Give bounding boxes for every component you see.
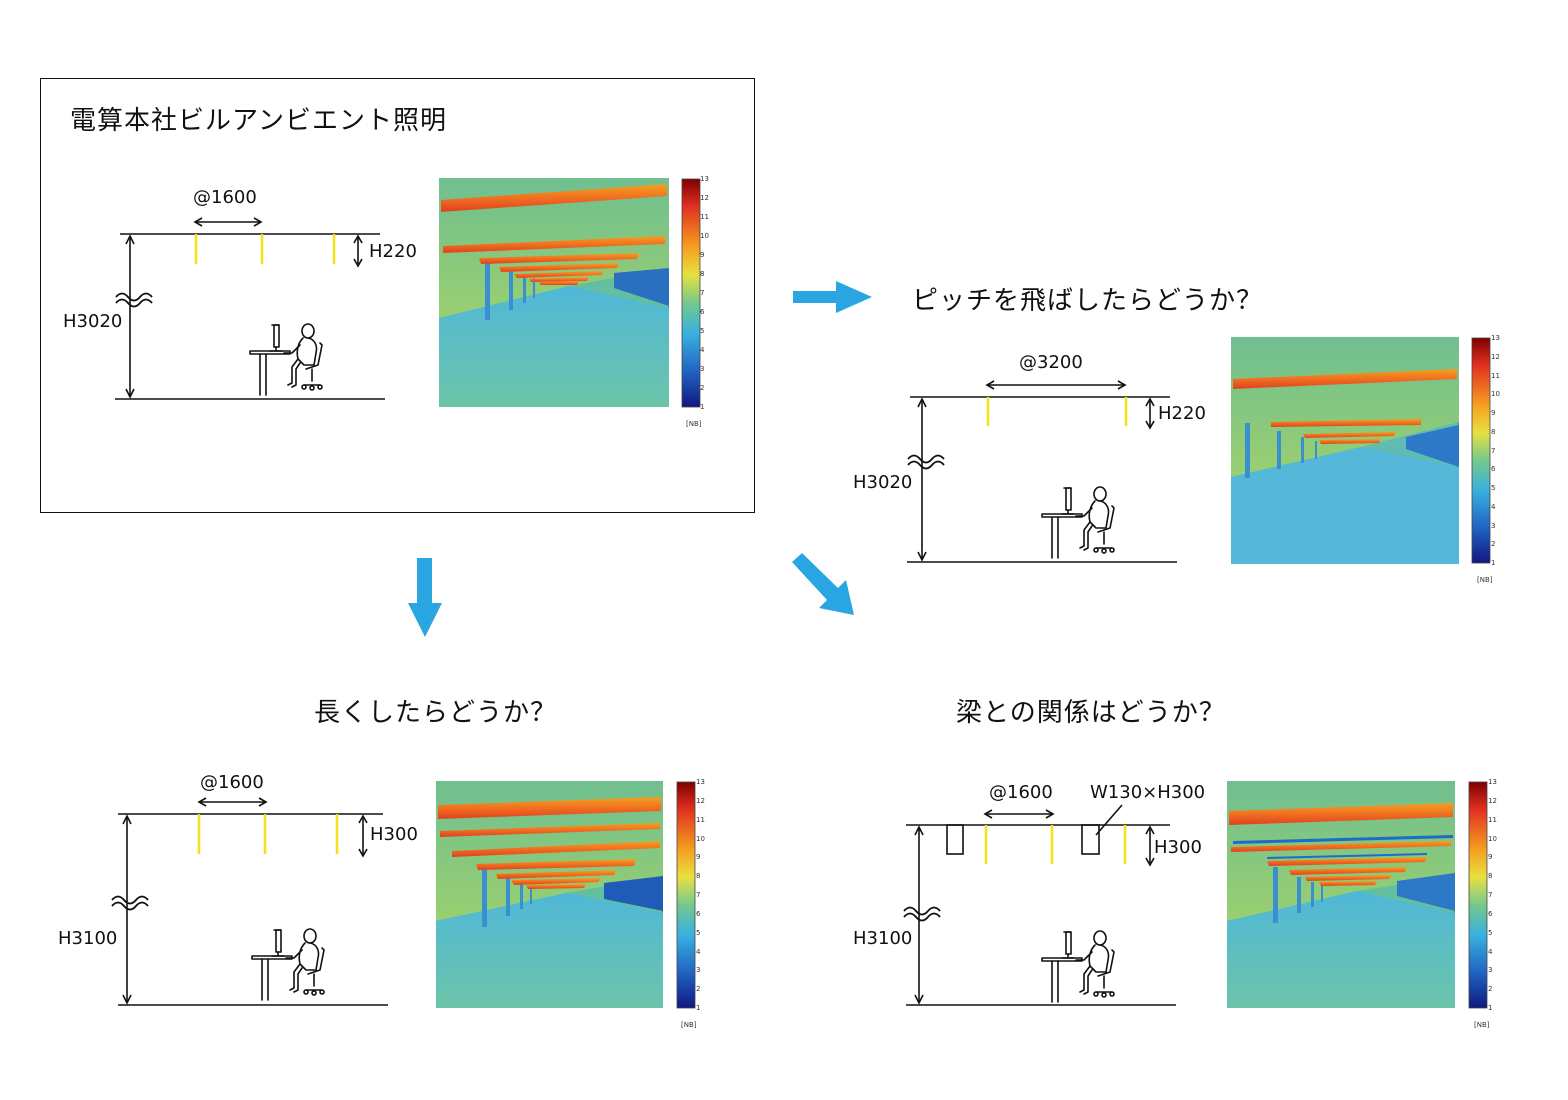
scale-tick-label: 2 bbox=[1488, 985, 1493, 994]
section-diagram-pitch bbox=[907, 380, 1177, 563]
scale-tick-label: 12 bbox=[1488, 796, 1497, 805]
scale-tick-label: 4 bbox=[696, 947, 701, 956]
scale-tick-label: 9 bbox=[696, 853, 701, 862]
scale-tick-label: 13 bbox=[700, 175, 709, 183]
drop-label: H220 bbox=[369, 241, 417, 262]
scale-tick-label: 7 bbox=[700, 289, 705, 297]
scale-tick-label: 6 bbox=[1491, 465, 1496, 474]
scale-tick-label: 1 bbox=[1491, 559, 1496, 567]
scale-tick-label: 9 bbox=[1491, 409, 1496, 417]
scale-tick-label: 8 bbox=[1491, 427, 1496, 436]
section-diagram-length bbox=[111, 797, 388, 1006]
scale-tick-label: 6 bbox=[700, 308, 705, 316]
scale-tick-label: 3 bbox=[700, 365, 705, 373]
drop-label: H220 bbox=[1158, 403, 1206, 424]
scale-tick-label: 5 bbox=[700, 327, 705, 335]
drop-label: H300 bbox=[1154, 837, 1202, 858]
scale-tick-label: 2 bbox=[700, 384, 705, 392]
illuminance-render-beam bbox=[1227, 781, 1455, 1008]
section-diagram-base bbox=[115, 217, 385, 400]
section-diagram-beam bbox=[903, 804, 1176, 1006]
question-pitch: ピッチを飛ばしたらどうか？ bbox=[912, 286, 1264, 316]
scale-tick-label: 12 bbox=[700, 194, 709, 202]
scale-tick-label: 9 bbox=[1488, 853, 1493, 862]
scale-tick-label: 6 bbox=[1488, 909, 1493, 918]
scale-tick-label: 10 bbox=[1488, 834, 1497, 843]
scale-tick-label: 4 bbox=[700, 346, 705, 354]
scale-tick-label: 1 bbox=[696, 1004, 701, 1012]
scale-tick-label: 5 bbox=[1491, 484, 1496, 492]
illuminance-render-base bbox=[439, 178, 669, 407]
scale-tick-label: 8 bbox=[700, 270, 705, 278]
illuminance-render-pitch bbox=[1231, 337, 1459, 564]
scale-unit-label: [NB] bbox=[1474, 1021, 1490, 1029]
arrow-diagonal-icon bbox=[792, 553, 854, 615]
height-label: H3020 bbox=[853, 472, 913, 493]
color-scale-beam bbox=[1468, 781, 1488, 1009]
scale-tick-label: 4 bbox=[1491, 502, 1496, 511]
color-scale-pitch bbox=[1471, 337, 1491, 564]
height-label: H3020 bbox=[63, 311, 123, 332]
scale-tick-label: 1 bbox=[700, 403, 705, 411]
scale-tick-label: 11 bbox=[1488, 815, 1497, 824]
scale-tick-label: 10 bbox=[696, 834, 705, 843]
main-title: 電算本社ビルアンビエント照明 bbox=[70, 106, 447, 136]
height-label: H3100 bbox=[853, 928, 913, 949]
color-scale-base bbox=[681, 178, 701, 408]
arrow-right-icon bbox=[793, 281, 872, 313]
scale-tick-label: 12 bbox=[696, 796, 705, 805]
scale-tick-label: 12 bbox=[1491, 352, 1500, 361]
illuminance-render-length bbox=[436, 781, 663, 1008]
scale-tick-label: 13 bbox=[1488, 778, 1497, 786]
pitch-label: @3200 bbox=[1019, 352, 1083, 373]
color-scale-length bbox=[676, 781, 696, 1009]
scale-tick-label: 2 bbox=[1491, 540, 1496, 549]
scale-tick-label: 5 bbox=[1488, 928, 1493, 937]
scale-tick-label: 11 bbox=[700, 213, 709, 221]
scale-tick-label: 6 bbox=[696, 909, 701, 918]
scale-unit-label: [NB] bbox=[686, 420, 702, 428]
pitch-label: @1600 bbox=[200, 772, 264, 793]
scale-unit-label: [NB] bbox=[681, 1021, 697, 1029]
scale-tick-label: 13 bbox=[696, 778, 705, 786]
scale-tick-label: 8 bbox=[696, 872, 701, 881]
scale-tick-label: 7 bbox=[1491, 446, 1496, 455]
drop-label: H300 bbox=[370, 824, 418, 845]
scale-tick-label: 3 bbox=[1488, 966, 1493, 975]
scale-tick-label: 11 bbox=[696, 815, 705, 824]
scale-tick-label: 1 bbox=[1488, 1004, 1493, 1012]
pitch-label: @1600 bbox=[193, 187, 257, 208]
scale-tick-label: 11 bbox=[1491, 371, 1500, 380]
scale-tick-label: 5 bbox=[696, 928, 701, 937]
beam-size-label: W130×H300 bbox=[1090, 782, 1206, 803]
main-frame bbox=[40, 78, 755, 513]
panel-base bbox=[0, 0, 1, 1]
pitch-label: @1600 bbox=[989, 782, 1053, 803]
question-beam: 梁との関係はどうか？ bbox=[956, 698, 1226, 728]
scale-tick-label: 3 bbox=[696, 966, 701, 975]
scale-tick-label: 8 bbox=[1488, 872, 1493, 881]
scale-tick-label: 9 bbox=[700, 251, 705, 259]
scale-tick-label: 7 bbox=[696, 891, 701, 899]
scale-tick-label: 10 bbox=[1491, 390, 1500, 399]
scale-tick-label: 10 bbox=[700, 232, 709, 240]
scale-unit-label: [NB] bbox=[1477, 576, 1493, 584]
height-label: H3100 bbox=[58, 928, 118, 949]
scale-tick-label: 13 bbox=[1491, 334, 1500, 342]
scale-tick-label: 3 bbox=[1491, 521, 1496, 530]
question-length: 長くしたらどうか？ bbox=[314, 698, 558, 728]
arrow-down-icon bbox=[408, 558, 442, 637]
scale-tick-label: 7 bbox=[1488, 891, 1493, 899]
scale-tick-label: 2 bbox=[696, 985, 701, 994]
scale-tick-label: 4 bbox=[1488, 947, 1493, 956]
